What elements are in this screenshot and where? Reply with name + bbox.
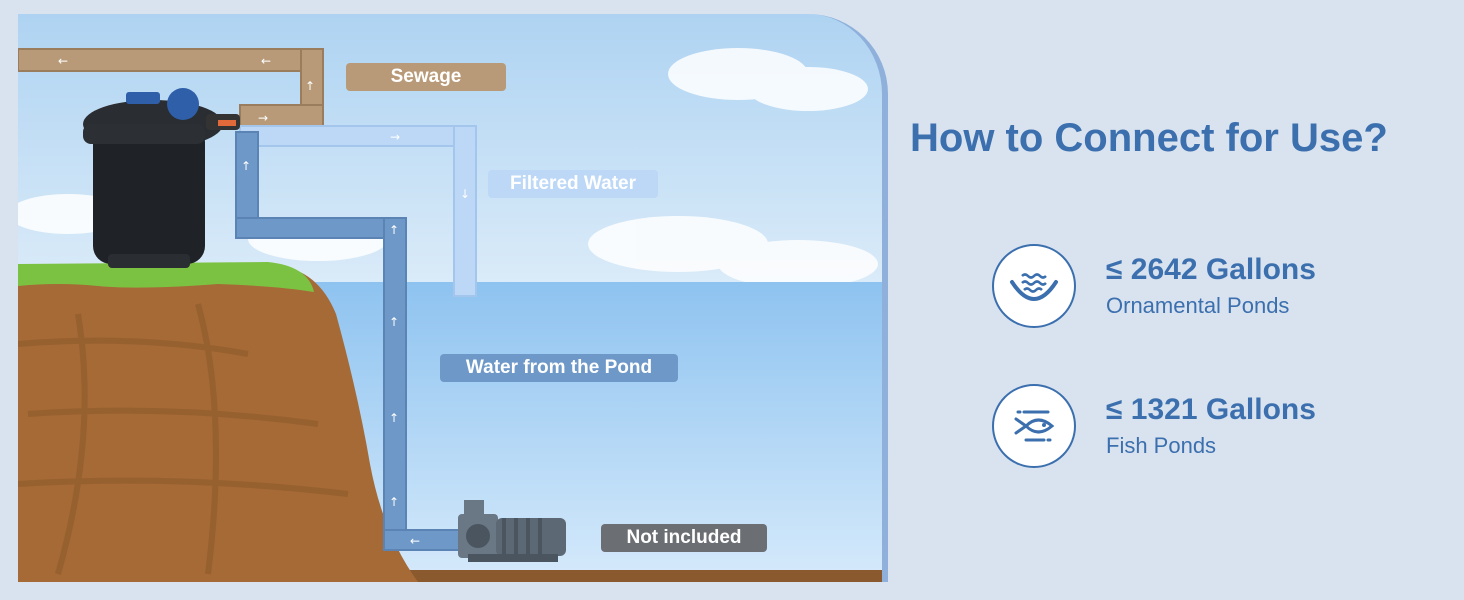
sewage-label: Sewage (346, 63, 506, 91)
svg-text:↑: ↑ (305, 79, 315, 93)
feature-ornamental-ponds: ≤ 2642 Gallons Ornamental Ponds (992, 244, 1316, 328)
feature-fish-ponds: ≤ 1321 Gallons Fish Ponds (992, 384, 1316, 468)
pond-bottom (358, 570, 888, 582)
water-from-pond-label: Water from the Pond (440, 354, 678, 382)
svg-text:↑: ↑ (389, 315, 399, 329)
filter-canister (83, 88, 240, 268)
pond-illustration: ← ← ↑ → → ↓ ↑ ↑ ↑ ↑ ↑ ← (18, 14, 888, 582)
svg-text:↑: ↑ (241, 159, 251, 173)
fish-icon (992, 384, 1076, 468)
svg-text:↑: ↑ (389, 495, 399, 509)
feature-subtitle: Ornamental Ponds (1106, 293, 1290, 318)
grass (18, 262, 314, 292)
svg-text:→: → (390, 130, 400, 144)
sewage-pipe (18, 48, 324, 128)
pond-pipe (235, 131, 465, 551)
page-title: How to Connect for Use? (910, 116, 1388, 160)
filtered-water-label: Filtered Water (488, 170, 658, 198)
filtered-pipe (239, 125, 477, 297)
filtered-arrows: → ↓ (390, 130, 470, 201)
svg-text:↓: ↓ (460, 187, 470, 201)
feature-subtitle: Fish Ponds (1106, 433, 1217, 458)
svg-text:←: ← (410, 534, 420, 548)
pond-arrows: ↑ ↑ ↑ ↑ ↑ ← (241, 159, 420, 548)
waves-bowl-icon (992, 244, 1076, 328)
svg-text:←: ← (58, 54, 68, 68)
water-pump (458, 500, 566, 562)
feature-title: ≤ 2642 Gallons (1106, 253, 1316, 286)
svg-text:→: → (258, 111, 268, 125)
not-included-label: Not included (601, 524, 767, 552)
pond-scene-svg: ← ← ↑ → → ↓ ↑ ↑ ↑ ↑ ↑ ← (18, 14, 888, 582)
svg-text:←: ← (261, 54, 271, 68)
svg-text:↑: ↑ (389, 223, 399, 237)
sewage-arrows: ← ← ↑ → (58, 54, 315, 125)
svg-text:↑: ↑ (389, 411, 399, 425)
cliff-shading (18, 303, 349, 575)
feature-title: ≤ 1321 Gallons (1106, 393, 1316, 426)
